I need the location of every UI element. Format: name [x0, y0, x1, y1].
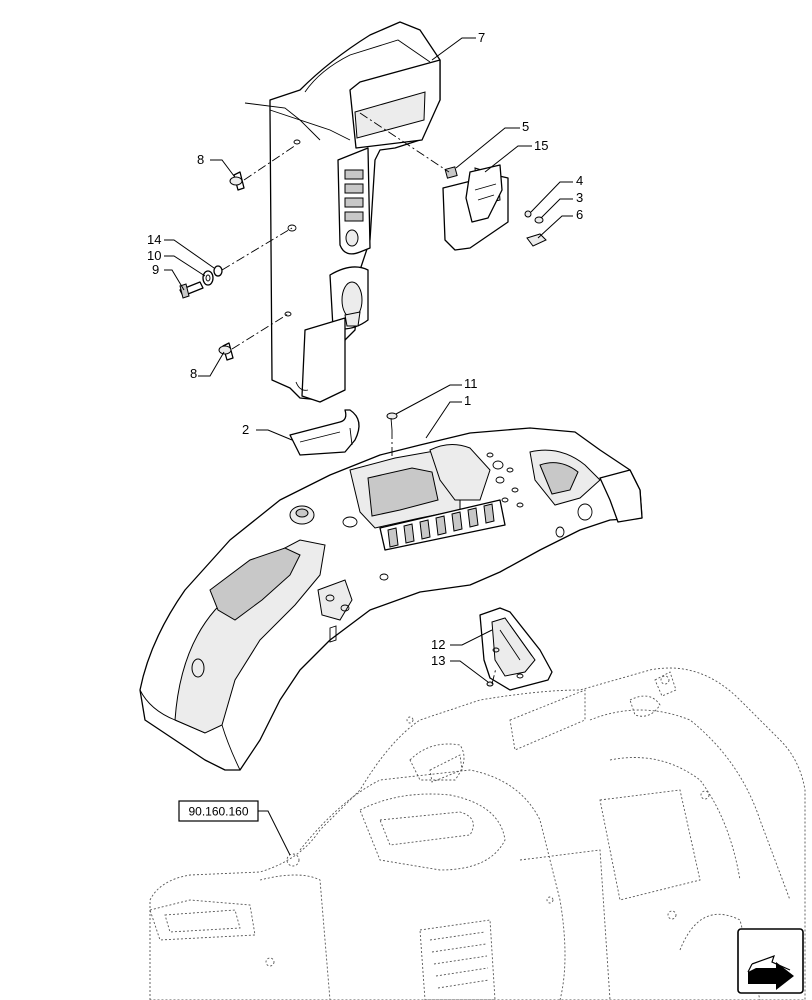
- cab-background-ghost: [149, 667, 806, 1000]
- callout-8-top: 8: [197, 152, 204, 167]
- clip-part-6: [526, 233, 547, 247]
- callout-15: 15: [534, 138, 548, 153]
- pocket-bin-part-15: [442, 164, 509, 251]
- pillar-trim-part-7: [244, 21, 441, 403]
- callout-2: 2: [242, 422, 249, 437]
- callout-labels: 7 5 15 4 3 6 8 14 10 9 8 11 1 2 12 13: [147, 30, 583, 668]
- reference-label: 90.160.160: [188, 805, 248, 819]
- leader-lines: [164, 37, 573, 856]
- screw-part-11: [386, 412, 398, 431]
- callout-5: 5: [522, 119, 529, 134]
- small-screws-part-3-4: [524, 210, 544, 224]
- callout-6: 6: [576, 207, 583, 222]
- callout-14: 14: [147, 232, 161, 247]
- callout-12: 12: [431, 637, 445, 652]
- callout-9: 9: [152, 262, 159, 277]
- assembly-lines: [221, 112, 497, 685]
- callout-1: 1: [464, 393, 471, 408]
- next-page-arrow-icon[interactable]: [737, 928, 804, 994]
- callout-8-bottom: 8: [190, 366, 197, 381]
- callout-10: 10: [147, 248, 161, 263]
- callout-3: 3: [576, 190, 583, 205]
- callout-4: 4: [576, 173, 583, 188]
- screw-part-13: [486, 681, 494, 687]
- callout-13: 13: [431, 653, 445, 668]
- washers-part-10-14: [202, 265, 223, 286]
- callout-11: 11: [464, 376, 478, 391]
- callout-7: 7: [478, 30, 485, 45]
- reference-box[interactable]: 90.160.160: [178, 800, 259, 822]
- screw-part-8-top: [229, 171, 245, 191]
- switch-panel-part-12: [479, 607, 553, 691]
- fender-console-part-1: [139, 427, 643, 771]
- duct-part-2: [289, 409, 360, 456]
- screw-part-8-bottom: [218, 342, 234, 361]
